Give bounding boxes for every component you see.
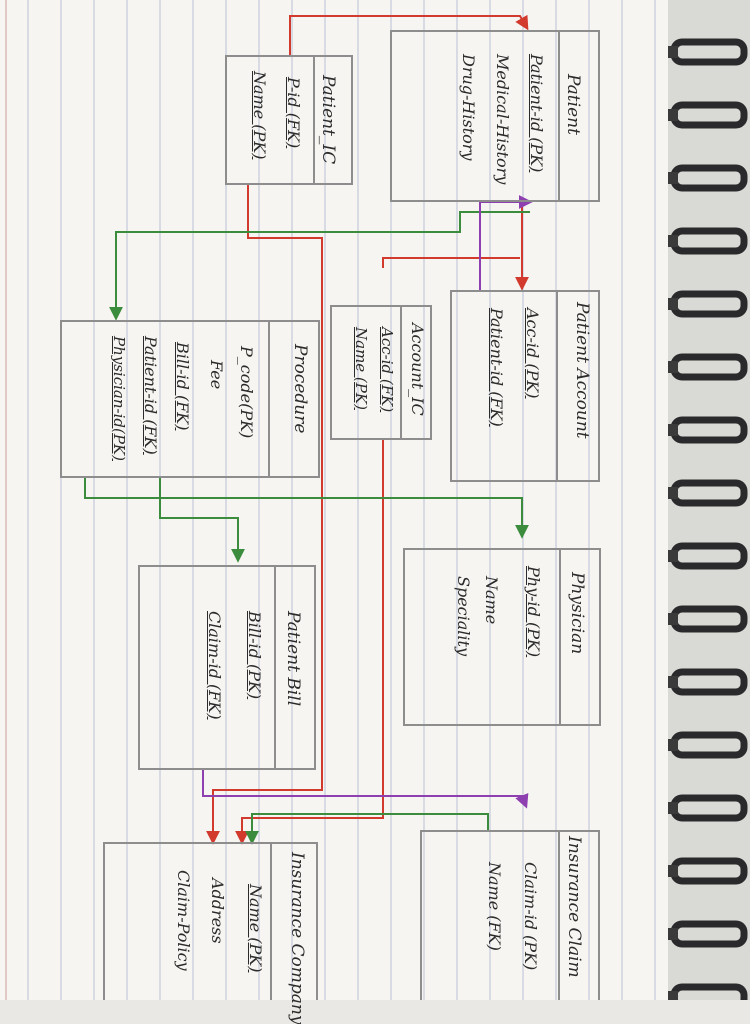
punch-hole [668, 487, 678, 499]
entity-header [268, 322, 318, 476]
entity-insurance-company: Insurance Company Name (PK) Address Clai… [103, 842, 318, 1024]
punch-hole [668, 424, 678, 436]
attribute: Bill-id (FK) [173, 342, 192, 431]
punch-hole [668, 550, 678, 562]
entity-title: Patient Account [572, 302, 592, 439]
rel-patient-ic-to-patient [289, 14, 529, 55]
attribute: Claim-Policy [174, 870, 193, 971]
rel-claim-to-company [245, 813, 489, 845]
entity-title: Account_IC [408, 323, 427, 416]
entity-header [313, 57, 351, 183]
attribute: Address [208, 878, 227, 944]
rel-account-to-account-ic [382, 257, 520, 268]
entity-header [556, 292, 598, 480]
attribute: Fee [207, 360, 226, 390]
rel-procedure-to-bill [159, 478, 245, 563]
entity-title: Patient Bill [283, 611, 303, 707]
rel-account-to-patient [479, 195, 533, 292]
entity-patient-account: Patient Account Acc-id (PK) Patient-id (… [450, 290, 600, 482]
entity-title: Patient_IC [318, 75, 338, 165]
rel-procedure-to-physician [84, 478, 529, 539]
entity-header [558, 832, 598, 1000]
attribute: Speciality [454, 576, 473, 656]
entity-patient-bill: Patient Bill Bill-id (PK) Claim-id (FK) [138, 565, 316, 770]
entity-header [558, 32, 598, 200]
punch-hole [668, 739, 678, 751]
punch-hole [668, 928, 678, 940]
attribute: Medical-History [493, 54, 512, 185]
rel-bill-to-claim [202, 770, 529, 809]
entity-patient: Patient Patient-id (PK) Medical-History … [390, 30, 600, 202]
attribute: Drug-History [459, 54, 478, 161]
attribute: Name (PK) [352, 327, 370, 410]
entity-header [274, 567, 314, 768]
rel-account-ic-to-company [235, 440, 384, 845]
entity-account-ic: Account_IC Acc-id (FK) Name (PK) [330, 305, 432, 440]
entity-procedure: Procedure P_code(PK) Fee Bill-id (FK) Pa… [60, 320, 320, 478]
attribute: Bill-id (PK) [245, 611, 264, 700]
punch-hole [668, 46, 678, 58]
notebook-paper [0, 0, 700, 1000]
punch-hole [668, 613, 678, 625]
punch-hole [668, 361, 678, 373]
punch-hole [668, 676, 678, 688]
attribute: Acc-id (PK) [523, 308, 542, 399]
ruled-lines [27, 0, 689, 1000]
rel-patient-ic-to-bill [206, 185, 323, 845]
punch-hole [668, 865, 678, 877]
entity-patient-ic: Patient_IC P-id (FK) Name (PK) [225, 55, 353, 185]
spiral-rings [668, 38, 748, 1000]
entity-header [559, 550, 599, 724]
rel-patient-to-procedure [109, 211, 530, 321]
entity-title: Insurance Claim [564, 836, 584, 978]
punch-hole [668, 235, 678, 247]
punch-hole [668, 298, 678, 310]
attribute: Patient-id (PK) [527, 54, 546, 173]
er-diagram [84, 14, 533, 845]
attribute: Claim-id (FK) [205, 611, 224, 720]
attribute: P-id (FK) [284, 77, 303, 149]
punch-hole [668, 991, 678, 1000]
punch-hole [668, 172, 678, 184]
attribute: Name (PK) [250, 71, 269, 160]
punch-hole [668, 802, 678, 814]
attribute: Patient-id (FK) [487, 308, 506, 427]
paper-sheet [0, 0, 700, 1000]
entity-insurance-claim: Insurance Claim Claim-id (PK) Name (FK) [420, 830, 600, 1000]
attribute: Name (FK) [485, 862, 504, 951]
entity-header [270, 844, 316, 1000]
entity-title: Physician [567, 572, 587, 655]
attribute: Patient-id (FK) [141, 336, 160, 455]
punch-hole [668, 109, 678, 121]
entity-physician: Physician Phy-id (PK) Name Speciality [403, 548, 601, 726]
entity-title: Insurance Company [287, 852, 307, 1024]
entity-header [400, 307, 430, 438]
attribute: Physician-id(PK) [110, 336, 128, 461]
spiral-binding [668, 0, 750, 1000]
attribute: Phy-id (PK) [524, 566, 543, 658]
attribute: Claim-id (PK) [521, 862, 540, 971]
attribute: Acc-id (FK) [378, 327, 396, 413]
attribute: Name [482, 576, 501, 625]
attribute: Name (PK) [246, 884, 265, 973]
attribute: P_code(PK) [237, 346, 256, 439]
entity-title: Procedure [290, 344, 310, 434]
entity-title: Patient [563, 74, 583, 135]
